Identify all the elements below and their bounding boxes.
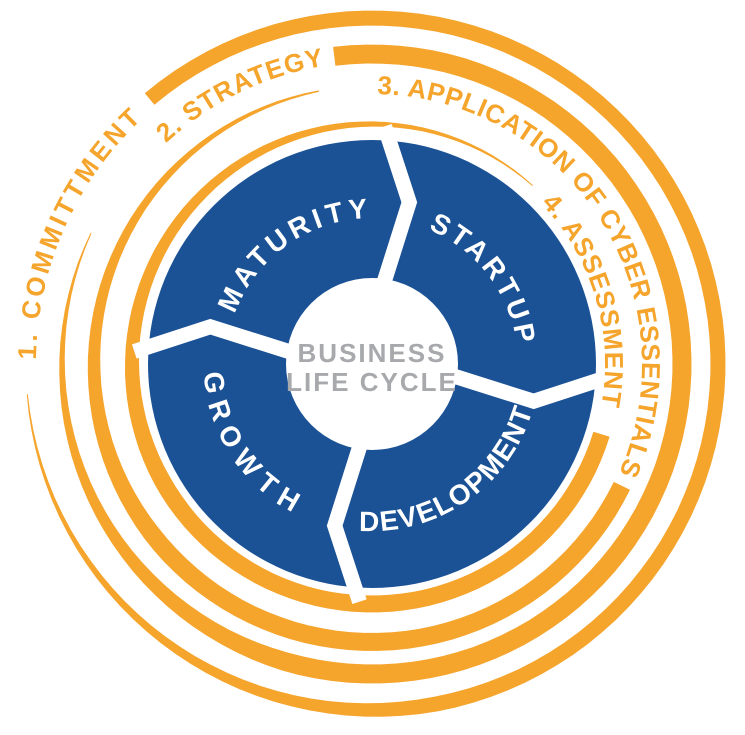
segment-gap-chevron-1 — [373, 123, 418, 295]
wheel-hub — [286, 278, 458, 450]
segment-gap-chevron-4 — [131, 318, 303, 363]
wheel-segment-gaps — [131, 123, 613, 605]
center-title: BUSINESS LIFE CYCLE — [286, 338, 458, 397]
center-title-line1: BUSINESS — [298, 338, 447, 368]
segment-gap-chevron-3 — [326, 433, 371, 605]
segment-gap-chevron-2 — [441, 365, 613, 410]
center-title-line2: LIFE CYCLE — [286, 367, 458, 397]
